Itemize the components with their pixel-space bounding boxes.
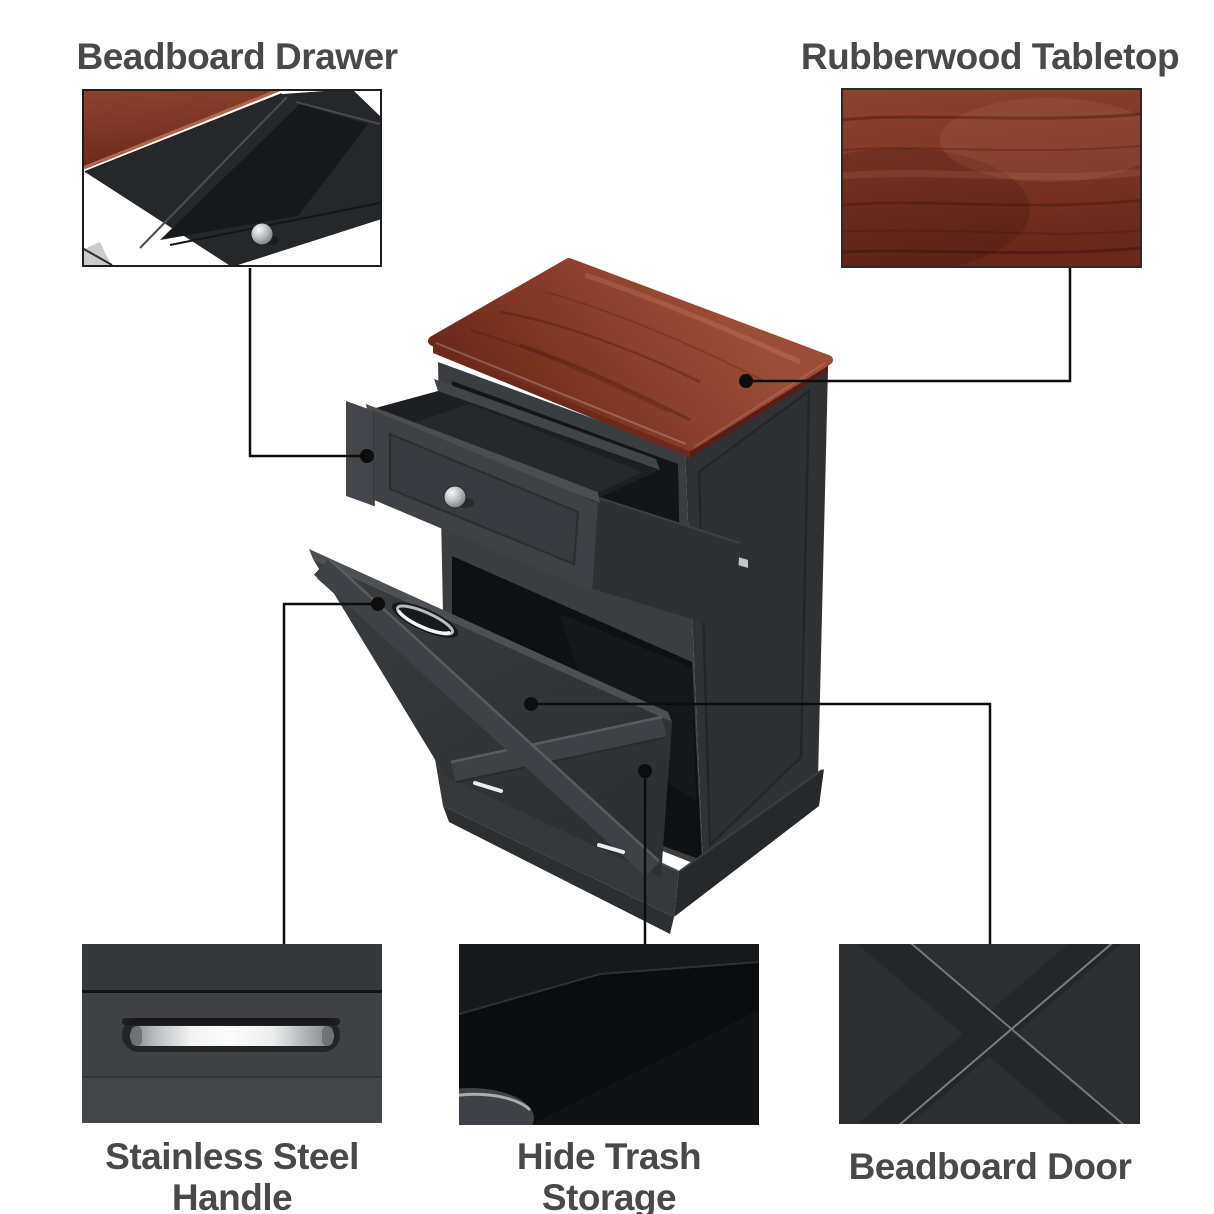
- inset-drawer-knob: [250, 222, 274, 246]
- tabletop-surface: [428, 258, 833, 451]
- drawer-knob: [443, 485, 467, 509]
- callout-beadboard-drawer: [248, 268, 374, 463]
- callout-beadboard-door: [524, 697, 992, 944]
- hinge-marks: [473, 781, 625, 854]
- inset-stainless-steel-handle: [82, 944, 382, 1123]
- callout-stainless-steel-handle: [282, 597, 385, 944]
- open-drawer: [346, 379, 741, 632]
- inset-beadboard-drawer: [82, 89, 382, 267]
- label-rubberwood-tabletop: Rubberwood Tabletop: [800, 36, 1180, 77]
- handle-bar: [130, 1026, 334, 1046]
- inset-rubberwood-tabletop: [841, 88, 1142, 268]
- trash-bin-rim: [459, 1088, 534, 1125]
- label-line: Hide Trash: [516, 1136, 702, 1177]
- drawer-left-stile: [346, 401, 374, 506]
- cabinet-side-panel: [697, 388, 811, 848]
- label-beadboard-drawer: Beadboard Drawer: [76, 36, 399, 77]
- label-line: Stainless Steel: [105, 1136, 359, 1177]
- callout-hide-trash-storage: [638, 764, 652, 944]
- door-handle: [391, 602, 459, 638]
- label-hide-trash-storage: Hide Trash Storage: [516, 1136, 702, 1214]
- label-stainless-steel-handle: Stainless Steel Handle: [105, 1136, 359, 1214]
- tilt-out-door: [309, 549, 672, 877]
- label-beadboard-door: Beadboard Door: [848, 1146, 1132, 1187]
- label-line: Handle: [171, 1177, 293, 1214]
- tabletop: [428, 258, 833, 458]
- label-line: Storage: [541, 1177, 677, 1214]
- cabinet-illustration: [309, 258, 833, 934]
- inset-hide-trash-storage: [459, 944, 759, 1125]
- callout-rubberwood-tabletop: [739, 268, 1072, 388]
- drawer-side-board: [590, 497, 740, 632]
- inset-beadboard-door: [839, 944, 1140, 1124]
- callouts: [248, 268, 1072, 944]
